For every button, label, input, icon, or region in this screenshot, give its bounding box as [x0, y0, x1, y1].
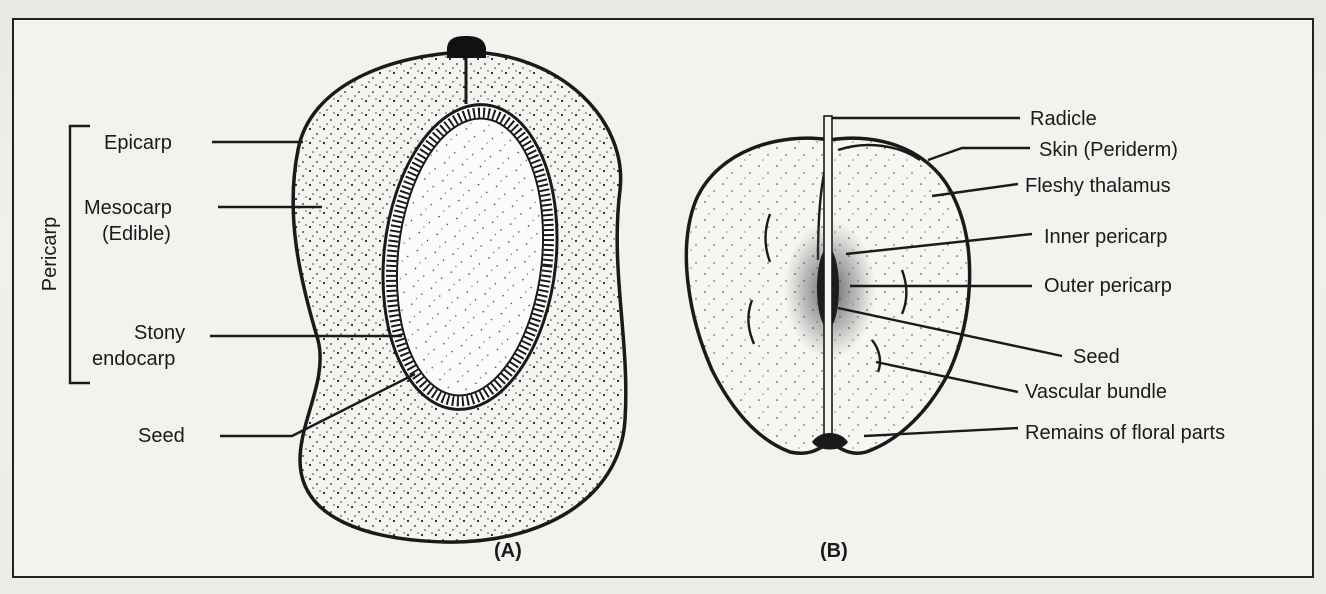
apple-radicle-stalk	[824, 116, 832, 446]
skin-leader	[928, 148, 1030, 160]
mesocarp-edible-label: (Edible)	[102, 223, 171, 245]
mesocarp-label: Mesocarp	[84, 197, 172, 219]
vascular-bundle-label: Vascular bundle	[1025, 381, 1167, 403]
mango-stalk	[447, 36, 486, 58]
seed-label-b: Seed	[1073, 346, 1120, 368]
fleshy-thalamus-label: Fleshy thalamus	[1025, 175, 1171, 197]
radicle-label: Radicle	[1030, 108, 1097, 130]
pericarp-bracket	[70, 126, 90, 383]
skin-label: Skin (Periderm)	[1039, 139, 1178, 161]
endocarp-label: endocarp	[92, 348, 175, 370]
mango-drawing	[293, 36, 626, 542]
apple-drawing	[686, 116, 969, 453]
stony-label: Stony	[134, 322, 185, 344]
caption-b: (B)	[820, 540, 848, 562]
inner-pericarp-label: Inner pericarp	[1044, 226, 1167, 248]
outer-pericarp-label: Outer pericarp	[1044, 275, 1172, 297]
epicarp-label: Epicarp	[104, 132, 172, 154]
seed-label-a: Seed	[138, 425, 185, 447]
caption-a: (A)	[494, 540, 522, 562]
remains-label: Remains of floral parts	[1025, 422, 1225, 444]
pericarp-label: Pericarp	[39, 217, 61, 291]
